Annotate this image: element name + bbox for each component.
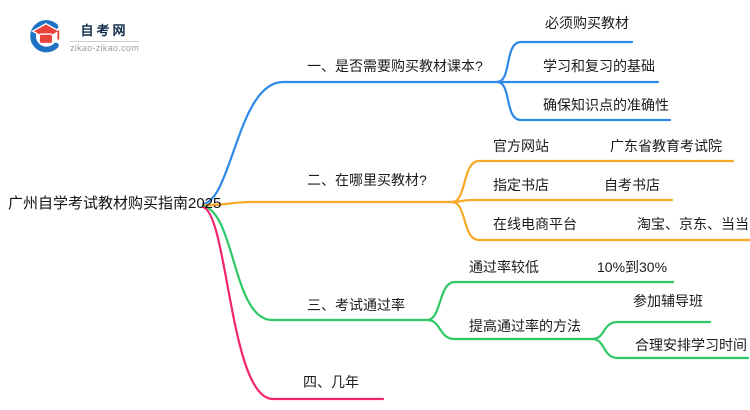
site-logo[interactable]: 自考网 zikao-zikao.com	[26, 17, 140, 55]
logo-title: 自考网	[70, 20, 140, 42]
branch4-lines	[201, 205, 385, 401]
branch3-child2-node[interactable]: 提高通过率的方法	[469, 318, 581, 334]
branch3-child1-node[interactable]: 通过率较低	[469, 259, 539, 275]
branch4-node[interactable]: 四、几年	[303, 374, 359, 390]
branch3-child2-sub2-node[interactable]: 合理安排学习时间	[635, 337, 747, 353]
branch3-node[interactable]: 三、考试通过率	[307, 297, 405, 313]
branch1-lines	[201, 40, 672, 206]
branch1-child1-node[interactable]: 必须购买教材	[545, 15, 629, 31]
branch2-child3-node[interactable]: 在线电商平台	[493, 216, 577, 232]
branch1-child3-node[interactable]: 确保知识点的准确性	[543, 97, 669, 113]
logo-text: 自考网 zikao-zikao.com	[70, 20, 140, 53]
branch3-child2-sub1-node[interactable]: 参加辅导班	[633, 293, 703, 309]
branch2-child1-node[interactable]: 官方网站	[493, 138, 549, 154]
branch2-lines	[201, 159, 750, 242]
root-node[interactable]: 广州自学考试教材购买指南2025	[8, 195, 222, 212]
branch2-child1-sub-node[interactable]: 广东省教育考试院	[610, 138, 722, 154]
branch2-child3-sub-node[interactable]: 淘宝、京东、当当	[637, 216, 749, 232]
branch3-child1-sub-node[interactable]: 10%到30%	[597, 259, 668, 275]
graduation-cap-icon	[30, 20, 61, 53]
branch2-child2-sub-node[interactable]: 自考书店	[604, 177, 660, 193]
branch3-lines	[201, 204, 750, 360]
branch1-node[interactable]: 一、是否需要购买教材课本?	[307, 58, 483, 74]
branch2-child2-node[interactable]: 指定书店	[493, 177, 549, 193]
branch1-child2-node[interactable]: 学习和复习的基础	[543, 58, 655, 74]
logo-domain: zikao-zikao.com	[70, 42, 140, 53]
branch2-node[interactable]: 二、在哪里买教材?	[307, 172, 427, 188]
